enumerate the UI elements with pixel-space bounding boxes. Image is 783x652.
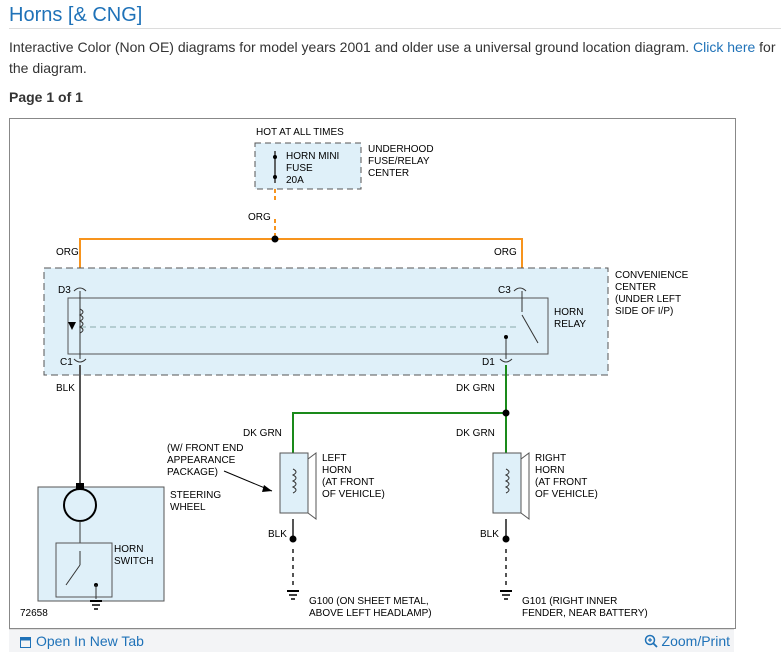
- relay-switch-arm: [521, 314, 539, 344]
- left-horn-bell: [307, 452, 317, 520]
- right-horn-coil: [504, 468, 510, 494]
- right-horn-line3: (AT FRONT: [535, 477, 587, 488]
- steering-wheel-connector: [76, 483, 84, 489]
- convenience-center-line4: SIDE OF I/P): [615, 306, 673, 317]
- zoom-print-label: Zoom/Print: [661, 633, 730, 649]
- pin-c1-label: C1: [60, 357, 73, 368]
- left-ground-splice: [289, 535, 297, 543]
- right-horn-bell: [520, 452, 530, 520]
- connector-d1: [499, 358, 513, 363]
- dkgrn-wire-horns: [292, 412, 507, 453]
- left-horn-line3: (AT FRONT: [322, 477, 374, 488]
- convenience-center-line3: (UNDER LEFT: [615, 294, 681, 305]
- switch-arm: [65, 564, 81, 586]
- fuse-center-line1: UNDERHOOD: [368, 144, 434, 155]
- left-horn-coil: [291, 468, 297, 494]
- right-ground-splice: [502, 535, 510, 543]
- org-wire-main: [79, 238, 523, 287]
- horn-switch-box: [55, 542, 113, 598]
- zoom-print-link[interactable]: Zoom/Print: [644, 633, 730, 649]
- fuse-terminal-top: [273, 155, 277, 159]
- g101-line2: FENDER, NEAR BATTERY): [522, 608, 648, 619]
- right-horn-line4: OF VEHICLE): [535, 489, 598, 500]
- g100-ground-icon: [287, 590, 299, 600]
- org-splice: [271, 235, 279, 243]
- wire-blk-relay-label: BLK: [56, 383, 75, 394]
- wire-org-right-label: ORG: [494, 247, 517, 258]
- horn-relay-line1: HORN: [554, 307, 583, 318]
- right-horn-line2: HORN: [535, 465, 564, 476]
- wire-blk-right-label: BLK: [480, 529, 499, 540]
- g101-ground-icon: [500, 590, 512, 600]
- left-horn-line2: HORN: [322, 465, 351, 476]
- wire-dkgrn-main-label: DK GRN: [456, 383, 495, 394]
- steering-wheel-line1: STEERING: [170, 490, 221, 501]
- wiring-diagram-svg: HOT AT ALL TIMES HORN MINI FUSE 20A UNDE…: [20, 127, 689, 619]
- intro-text: Interactive Color (Non OE) diagrams for …: [9, 39, 694, 55]
- open-new-tab-icon: [20, 637, 31, 648]
- page-title: Horns [& CNG]: [9, 4, 143, 26]
- convenience-center-line1: CONVENIENCE: [615, 270, 689, 281]
- connector-c3: [513, 287, 527, 292]
- pin-d3-label: D3: [58, 285, 71, 296]
- front-end-note-line2: APPEARANCE: [167, 455, 236, 466]
- diagram-footer: Open In New Tab Zoom/Print: [9, 629, 734, 652]
- note-arrow-head: [262, 485, 272, 492]
- relay-diode: [68, 322, 76, 330]
- fuse-terminal-bottom: [273, 175, 277, 179]
- horn-switch-line2: SWITCH: [114, 556, 153, 567]
- connector-d3: [73, 287, 87, 292]
- g100-line2: ABOVE LEFT HEADLAMP): [309, 608, 432, 619]
- front-end-note-line1: (W/ FRONT END: [167, 443, 243, 454]
- wire-dkgrn-left-label: DK GRN: [243, 428, 282, 439]
- fuse-center-line2: FUSE/RELAY: [368, 156, 430, 167]
- wire-org-label: ORG: [248, 212, 271, 223]
- left-horn-line1: LEFT: [322, 453, 346, 464]
- wiring-diagram: HOT AT ALL TIMES HORN MINI FUSE 20A UNDE…: [9, 118, 736, 629]
- horn-relay-line2: RELAY: [554, 319, 586, 330]
- title-divider: [9, 28, 781, 29]
- right-horn-body: [492, 452, 522, 514]
- wire-org-left-label: ORG: [56, 247, 79, 258]
- fuse-label-line3: 20A: [286, 175, 304, 186]
- pin-c3-label: C3: [498, 285, 511, 296]
- fuse-label-line1: HORN MINI: [286, 151, 339, 162]
- hot-at-all-times-label: HOT AT ALL TIMES: [256, 127, 344, 138]
- wire-dkgrn-right-label: DK GRN: [456, 428, 495, 439]
- diagram-number: 72658: [20, 608, 48, 619]
- connector-c1: [73, 358, 87, 363]
- front-end-note-line3: PACKAGE): [167, 467, 218, 478]
- left-horn-line4: OF VEHICLE): [322, 489, 385, 500]
- zoom-icon: [644, 634, 658, 648]
- horn-relay-box: [67, 297, 549, 355]
- g101-line1: G101 (RIGHT INNER: [522, 596, 617, 607]
- underhood-fuse-box: [254, 142, 362, 190]
- steering-wheel-line2: WHEEL: [170, 502, 206, 513]
- g100-line1: G100 (ON SHEET METAL,: [309, 596, 429, 607]
- intro-paragraph: Interactive Color (Non OE) diagrams for …: [9, 37, 781, 79]
- convenience-center-line2: CENTER: [615, 282, 656, 293]
- horn-switch-line1: HORN: [114, 544, 143, 555]
- intro-suffix: for the diagram.: [9, 39, 776, 76]
- open-new-tab-link[interactable]: Open In New Tab: [20, 633, 144, 649]
- left-horn-body: [279, 452, 309, 514]
- wire-blk-left-label: BLK: [268, 529, 287, 540]
- switch-ground-icon: [90, 600, 102, 610]
- fuse-label-line2: FUSE: [286, 163, 313, 174]
- relay-contact: [504, 335, 508, 339]
- relay-coil: [78, 308, 84, 334]
- dkgrn-splice: [502, 409, 510, 417]
- right-horn-line1: RIGHT: [535, 453, 566, 464]
- fuse-center-line3: CENTER: [368, 168, 409, 179]
- ground-diagram-link[interactable]: Click here: [693, 39, 756, 55]
- page-indicator: Page 1 of 1: [9, 89, 83, 105]
- open-new-tab-label: Open In New Tab: [36, 633, 144, 649]
- pin-d1-label: D1: [482, 357, 495, 368]
